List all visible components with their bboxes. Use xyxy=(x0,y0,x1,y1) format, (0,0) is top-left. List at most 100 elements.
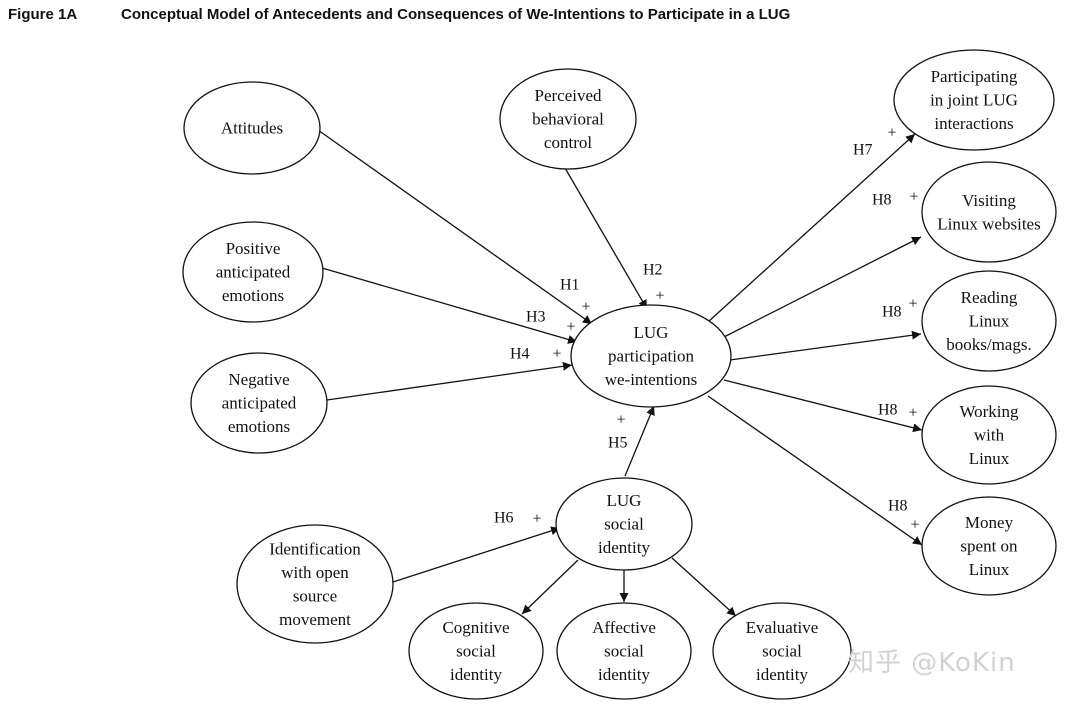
node-ellipse xyxy=(570,304,732,408)
positive-sign: + xyxy=(910,517,919,534)
hypothesis-h8: H8+ xyxy=(888,498,920,534)
node-ellipse xyxy=(190,352,328,454)
hypothesis-label: H6 xyxy=(494,510,514,527)
hypothesis-h4: H4+ xyxy=(510,346,562,363)
node-positive-emotions: Positive anticipated emotions xyxy=(182,221,324,323)
node-label-line: Negative xyxy=(228,370,289,389)
node-joint-interactions: Participating in joint LUG interactions xyxy=(893,49,1055,151)
node-ellipse xyxy=(182,221,324,323)
node-label-line: identity xyxy=(598,538,650,557)
node-label-line: social xyxy=(604,642,644,661)
hypothesis-label: H8 xyxy=(888,498,908,515)
node-negative-emotions: Negative anticipated emotions xyxy=(190,352,328,454)
hypothesis-label: H7 xyxy=(853,142,873,159)
node-label-line: anticipated xyxy=(222,394,297,413)
positive-sign: + xyxy=(552,346,561,363)
hypothesis-label: H2 xyxy=(643,262,663,279)
edge-we-int-to-working-linux xyxy=(723,379,923,433)
node-we-intentions: LUG participation we-intentions xyxy=(570,304,732,408)
node-label-line: Linux websites xyxy=(937,214,1040,233)
hypothesis-label: H1 xyxy=(560,277,580,294)
node-ellipse xyxy=(236,524,394,644)
node-label-line: source xyxy=(293,586,337,605)
node-label-line: Linux xyxy=(969,560,1010,579)
positive-sign: + xyxy=(581,299,590,316)
node-affective-identity: Affective social identity xyxy=(556,602,692,700)
node-label-line: Visiting xyxy=(962,191,1016,210)
edge-we-int-to-visiting-websites xyxy=(719,236,922,340)
node-label-line: social xyxy=(456,642,496,661)
positive-sign: + xyxy=(532,511,541,528)
node-label-line: we-intentions xyxy=(605,370,698,389)
node-label-line: Affective xyxy=(592,618,656,637)
node-label-line: Reading xyxy=(961,288,1018,307)
figure-header: Figure 1A Conceptual Model of Antecedents… xyxy=(8,6,790,23)
node-label-line: identity xyxy=(450,665,502,684)
node-ellipse xyxy=(499,68,637,170)
positive-sign: + xyxy=(616,412,625,429)
hypothesis-h8: H8 + xyxy=(882,296,918,321)
node-label-line: behavioral xyxy=(532,110,604,129)
edge-we-int-to-reading-books xyxy=(729,330,922,361)
node-ellipse xyxy=(921,385,1057,485)
edge-negative-to-we-intentions xyxy=(326,361,573,401)
node-label-line: LUG xyxy=(607,491,642,510)
hypothesis-h1: H1+ xyxy=(560,277,591,316)
positive-sign: + xyxy=(908,296,917,313)
hypothesis-h2: H2+ xyxy=(643,262,665,305)
edges-layer xyxy=(317,129,923,617)
node-label-line: emotions xyxy=(228,417,290,436)
node-label-line: identity xyxy=(598,665,650,684)
node-attitudes: Attitudes xyxy=(183,81,321,175)
node-label-line: emotions xyxy=(222,286,284,305)
hypothesis-h7: H7+ xyxy=(853,125,897,159)
node-label-line: Evaluative xyxy=(746,618,819,637)
node-label-line: with open xyxy=(281,563,349,582)
hypothesis-h5: H5+ xyxy=(608,412,628,452)
node-label-line: LUG xyxy=(634,323,669,342)
edge-social-to-evaluative-identity xyxy=(671,557,737,617)
edge-pbc-to-we-intentions xyxy=(564,167,648,310)
positive-sign: + xyxy=(566,319,575,336)
edge-we-int-to-money-spent xyxy=(707,395,923,546)
node-label-line: in joint LUG xyxy=(930,91,1018,110)
hypothesis-label: H8 xyxy=(882,304,902,321)
node-label-line: Linux xyxy=(969,449,1010,468)
node-ellipse xyxy=(712,602,852,700)
edge-positive-to-we-intentions xyxy=(321,267,578,344)
node-ellipse xyxy=(921,270,1057,372)
node-ellipse xyxy=(183,81,321,175)
node-label-line: Participating xyxy=(931,67,1018,86)
node-label-line: Positive xyxy=(226,239,281,258)
node-label-line: interactions xyxy=(934,114,1013,133)
node-ellipse xyxy=(556,602,692,700)
hypothesis-labels-layer: H1+H2+H3+H4+H5+H6+H7+H8+H8+H8+H8+ xyxy=(494,125,920,534)
nodes-layer: Attitudes PerceivedbehavioralcontrolPosit… xyxy=(182,49,1057,700)
figure-title: Conceptual Model of Antecedents and Cons… xyxy=(121,6,791,23)
node-label-line: Cognitive xyxy=(442,618,509,637)
positive-sign: + xyxy=(909,189,918,206)
hypothesis-h3: H3+ xyxy=(526,309,576,336)
node-ellipse xyxy=(555,477,693,571)
node-label-line: Working xyxy=(959,402,1019,421)
node-label-line: participation xyxy=(608,347,694,366)
node-ellipse xyxy=(893,49,1055,151)
node-ellipse xyxy=(408,602,544,700)
figure-number: Figure 1A xyxy=(8,6,78,23)
node-label-line: Attitudes xyxy=(221,119,283,138)
node-label-line: anticipated xyxy=(216,263,291,282)
node-ellipse xyxy=(921,161,1057,263)
node-label-line: movement xyxy=(279,610,351,629)
positive-sign: + xyxy=(908,405,917,422)
node-ellipse xyxy=(921,496,1057,596)
hypothesis-h8: H8+ xyxy=(872,189,919,209)
